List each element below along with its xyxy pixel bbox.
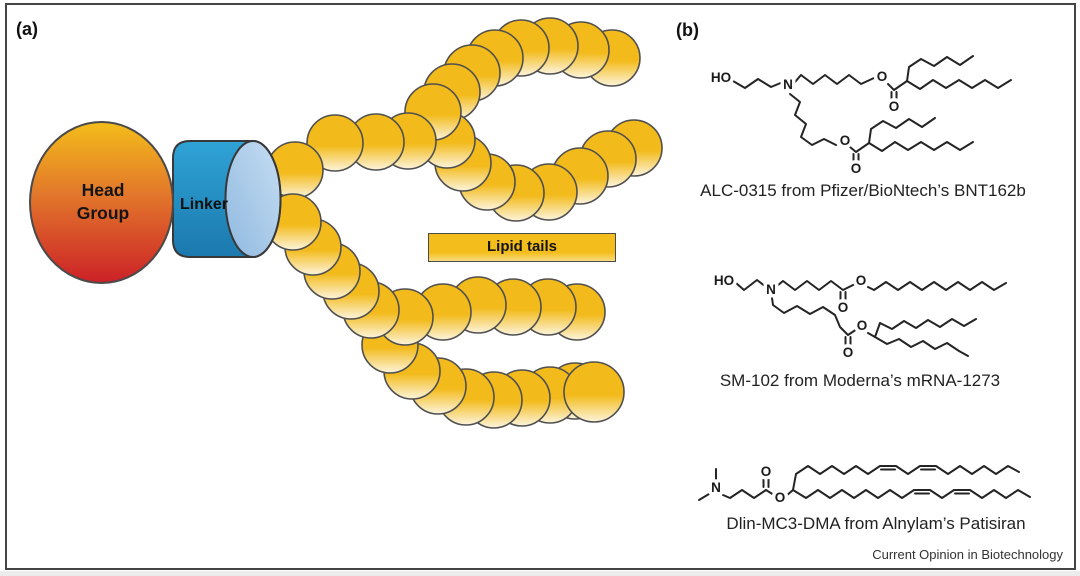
lipid-tails-label: Lipid tails (486, 238, 557, 255)
molecule-dlin-mc3-dma: N O O (698, 461, 1031, 509)
carbonyl-oxygen-label: O (851, 161, 862, 176)
nitrogen-label: N (783, 77, 793, 92)
carbonyl-oxygen-label: O (761, 464, 772, 479)
carbonyl-oxygen-label: O (843, 345, 854, 360)
head-group-circle (29, 121, 174, 284)
ester-oxygen-label: O (857, 318, 868, 333)
lipid-schematic (29, 17, 663, 429)
panel-a-label: (a) (16, 19, 38, 39)
ester-oxygen-label: O (877, 69, 888, 84)
ester-oxygen-label: O (856, 273, 867, 288)
lipid-tails-legend-box: Lipid tails (428, 233, 616, 262)
nitrogen-label: N (766, 282, 776, 297)
caption-sm102: SM-102 from Moderna’s mRNA-1273 (719, 371, 1001, 390)
molecule-sm102: HO N O O O O (710, 270, 1007, 364)
carbonyl-oxygen-label: O (838, 300, 849, 315)
molecule-alc0315: HO N O O O O (707, 55, 1012, 180)
linker-label: Linker (179, 196, 228, 213)
head-group-label: Head Group (43, 179, 163, 225)
hydroxyl-label: HO (714, 273, 734, 288)
panel-b-label: (b) (676, 20, 699, 40)
hydroxyl-label: HO (711, 70, 731, 85)
caption-alc0315: ALC-0315 from Pfizer/BioNtech’s BNT162b (700, 181, 1026, 200)
lipid-tail-upper-stem (266, 83, 462, 199)
page-edge (0, 571, 1080, 576)
nitrogen-label: N (711, 480, 721, 495)
caption-dlin-mc3-dma: Dlin-MC3-DMA from Alnylam’s Patisiran (726, 514, 1026, 533)
linker-cylinder (172, 140, 282, 258)
lipid-tail-third-chain (376, 276, 606, 346)
carbonyl-oxygen-label: O (889, 99, 900, 114)
journal-credit: Current Opinion in Biotechnology (872, 547, 1063, 562)
lipid-tail-second-chain (418, 111, 663, 222)
head-group-label-line1: Head (81, 180, 125, 200)
lipid-tail-lower-stem (264, 193, 400, 339)
ester-oxygen-label: O (775, 490, 786, 505)
head-group-label-line2: Group (76, 203, 130, 223)
ester-oxygen-label: O (840, 133, 851, 148)
